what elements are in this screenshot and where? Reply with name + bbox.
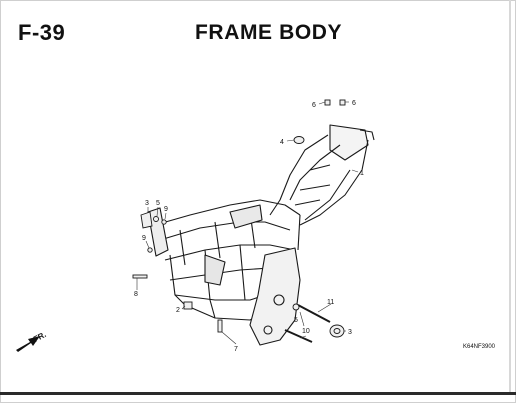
callout-2: 2 — [176, 307, 180, 314]
callout-10: 10 — [302, 328, 310, 335]
callout-3b: 3 — [348, 329, 352, 336]
leader-lines — [136, 101, 359, 345]
callout-6a: 6 — [312, 102, 316, 109]
callout-8: 8 — [134, 291, 138, 298]
callout-5a: 5 — [156, 200, 160, 207]
callout-11: 11 — [327, 299, 334, 306]
frame-body — [147, 124, 375, 346]
diagram-code: K64NF3900 — [463, 344, 496, 350]
callout-7: 7 — [234, 346, 238, 353]
section-code: F-39 — [18, 20, 66, 45]
callout-9a: 9 — [164, 206, 168, 213]
right-margin-rule — [509, 0, 511, 395]
callouts: 6 6 4 1 3 5 9 9 8 2 7 11 5 10 3 — [134, 100, 364, 353]
callout-6b: 6 — [352, 100, 356, 107]
callout-9b: 9 — [142, 235, 146, 242]
front-direction-arrow — [16, 336, 40, 352]
callout-5b: 5 — [294, 317, 298, 324]
bottom-rule — [0, 392, 516, 395]
callout-1: 1 — [360, 170, 364, 177]
callout-4: 4 — [280, 139, 284, 146]
page-title: FRAME BODY — [195, 21, 343, 44]
callout-3a: 3 — [145, 200, 149, 207]
